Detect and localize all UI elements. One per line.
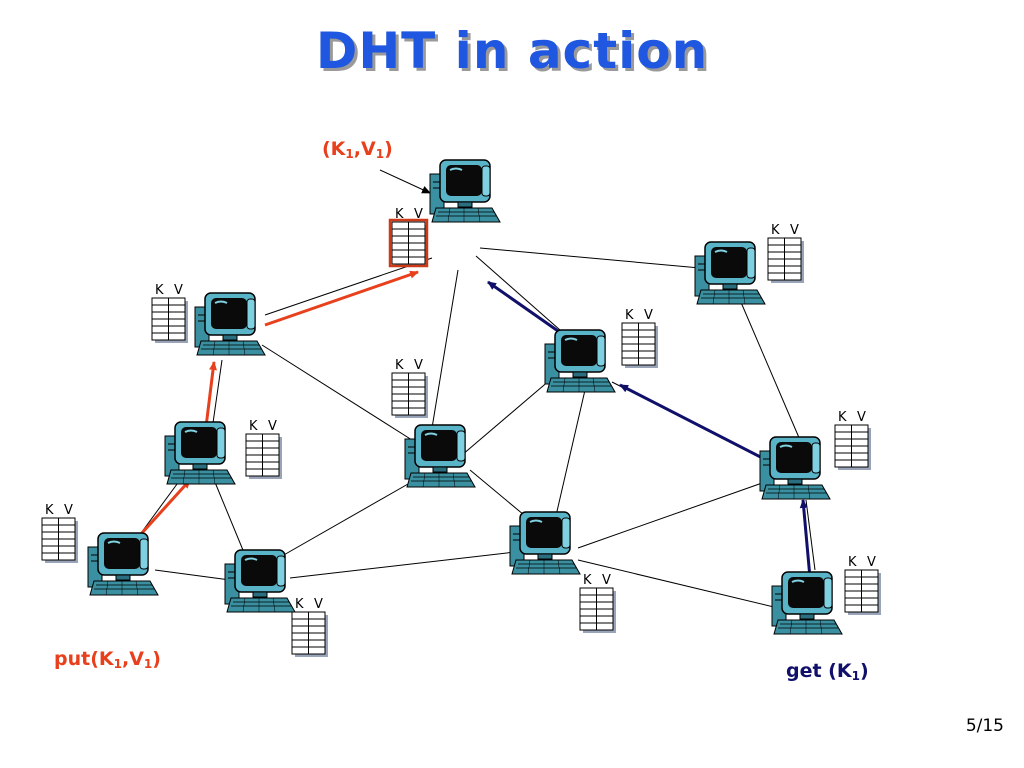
label-subscript: 1 [143, 657, 153, 671]
computer-icon [194, 292, 266, 356]
link [211, 474, 246, 556]
kv-header-v: V [602, 573, 611, 588]
label-text: put(K [54, 648, 114, 670]
computer-icon [87, 532, 159, 596]
link [577, 559, 779, 609]
kv-header-v: V [857, 410, 866, 425]
put-arrow [264, 270, 419, 327]
kv-header-k: K [395, 358, 404, 373]
link [274, 479, 416, 561]
put-operation-label: put(K1,V1) [54, 648, 161, 670]
key-value-table-icon: K V [391, 358, 429, 419]
computer-icon [694, 241, 766, 305]
key-value-table-icon: K V [41, 503, 79, 564]
link [264, 257, 433, 316]
key-value-table-icon: K V [291, 597, 329, 658]
label-text: ,V [353, 138, 376, 160]
label-text: ) [859, 660, 869, 682]
store-pointer-arrow [379, 169, 431, 194]
get-arrow [487, 280, 569, 340]
kv-header-v: V [790, 223, 799, 238]
kv-header-k: K [838, 410, 847, 425]
key-value-table-icon: K V [834, 410, 872, 471]
nodes [87, 159, 843, 635]
key-value-table-icon: K V [844, 555, 882, 616]
get-route [487, 280, 812, 579]
computer-icon [509, 511, 581, 575]
kv-header-v: V [414, 358, 423, 373]
label-subscript: 1 [375, 147, 385, 161]
slide-title: DHT in action [315, 22, 709, 80]
link [211, 359, 223, 431]
kv-header-v: V [268, 419, 277, 434]
label-subscript: 1 [345, 147, 354, 161]
link [739, 299, 801, 441]
network-links [129, 169, 816, 609]
link [475, 255, 561, 331]
link [431, 269, 459, 429]
label-text: (K [322, 138, 346, 160]
link [461, 379, 551, 456]
computer-icon [224, 549, 296, 613]
kv-header-k: K [848, 555, 857, 570]
stored-pair-label: (K1,V1) [322, 138, 393, 160]
link [289, 551, 516, 579]
link [154, 569, 231, 581]
label-text: ) [152, 648, 161, 670]
key-value-table-icon: K V [621, 308, 659, 369]
label-subscript: 1 [113, 657, 122, 671]
computer-icon [404, 424, 476, 488]
kv-header-k: K [45, 503, 54, 518]
link [805, 499, 816, 571]
computer-icon [771, 571, 843, 635]
kv-header-k: K [771, 223, 780, 238]
key-value-table-icon: K V [151, 283, 189, 344]
kv-header-k: K [395, 207, 404, 222]
kv-header-k: K [155, 283, 164, 298]
label-text: ) [384, 138, 393, 160]
kv-header-k: K [583, 573, 592, 588]
kv-header-v: V [314, 597, 323, 612]
kv-tables: K V K V K V K V K V K V [41, 207, 882, 658]
page-number: 5/15 [965, 716, 1004, 736]
link [479, 247, 701, 269]
kv-header-k: K [295, 597, 304, 612]
kv-header-v: V [174, 283, 183, 298]
get-operation-label: get (K1) [786, 660, 869, 682]
computer-icon [759, 436, 831, 500]
highlight-border [388, 218, 429, 268]
computer-icon [429, 159, 501, 223]
computer-icon [164, 421, 236, 485]
link [469, 469, 531, 521]
computer-icon [544, 329, 616, 393]
kv-header-v: V [867, 555, 876, 570]
get-arrow [619, 383, 783, 470]
key-value-table-icon: K V [388, 207, 429, 268]
key-value-table-icon: K V [245, 419, 283, 480]
kv-header-k: K [625, 308, 634, 323]
link [554, 389, 586, 521]
kv-header-v: V [414, 207, 423, 222]
kv-header-k: K [249, 419, 258, 434]
label-text: ,V [121, 648, 144, 670]
kv-header-v: V [644, 308, 653, 323]
label-text: get (K [786, 660, 852, 682]
get-arrow [799, 499, 812, 579]
key-value-table-icon: K V [767, 223, 805, 284]
link [261, 344, 413, 441]
label-subscript: 1 [851, 669, 860, 683]
kv-header-v: V [64, 503, 73, 518]
key-value-table-icon: K V [579, 573, 617, 634]
link [577, 481, 766, 549]
